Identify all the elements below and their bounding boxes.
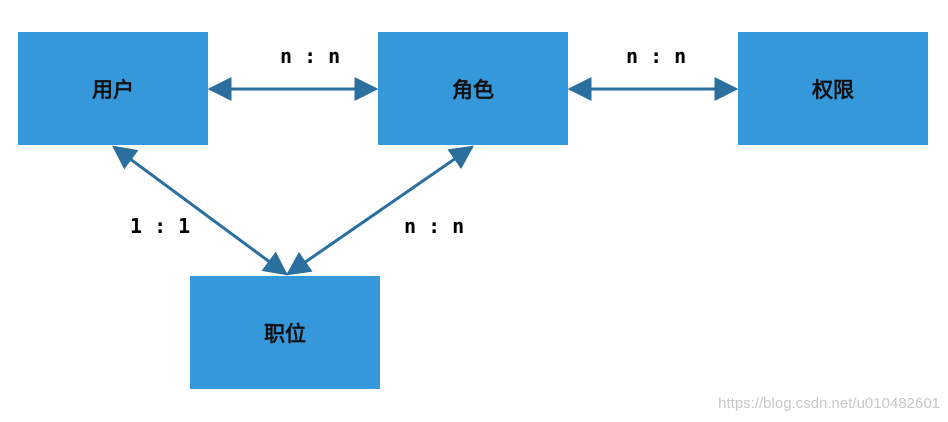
arrow-role-position bbox=[286, 145, 474, 276]
entity-role-label: 角色 bbox=[452, 77, 494, 102]
entity-permission: 权限 bbox=[738, 32, 928, 145]
entity-user-label: 用户 bbox=[92, 77, 134, 102]
entity-role: 角色 bbox=[378, 32, 568, 145]
entity-position-label: 职位 bbox=[264, 321, 306, 346]
relation-user-position-label: 1 : 1 bbox=[130, 214, 191, 238]
relation-user-role-label: n : n bbox=[280, 44, 341, 68]
arrow-user-position bbox=[112, 145, 288, 276]
entity-user: 用户 bbox=[18, 32, 208, 145]
entity-position: 职位 bbox=[190, 276, 380, 389]
relation-role-position-label: n : n bbox=[404, 214, 465, 238]
relation-role-permission-label: n : n bbox=[626, 44, 687, 68]
watermark-text: https://blog.csdn.net/u010482601 bbox=[718, 395, 940, 412]
entity-permission-label: 权限 bbox=[812, 77, 854, 102]
